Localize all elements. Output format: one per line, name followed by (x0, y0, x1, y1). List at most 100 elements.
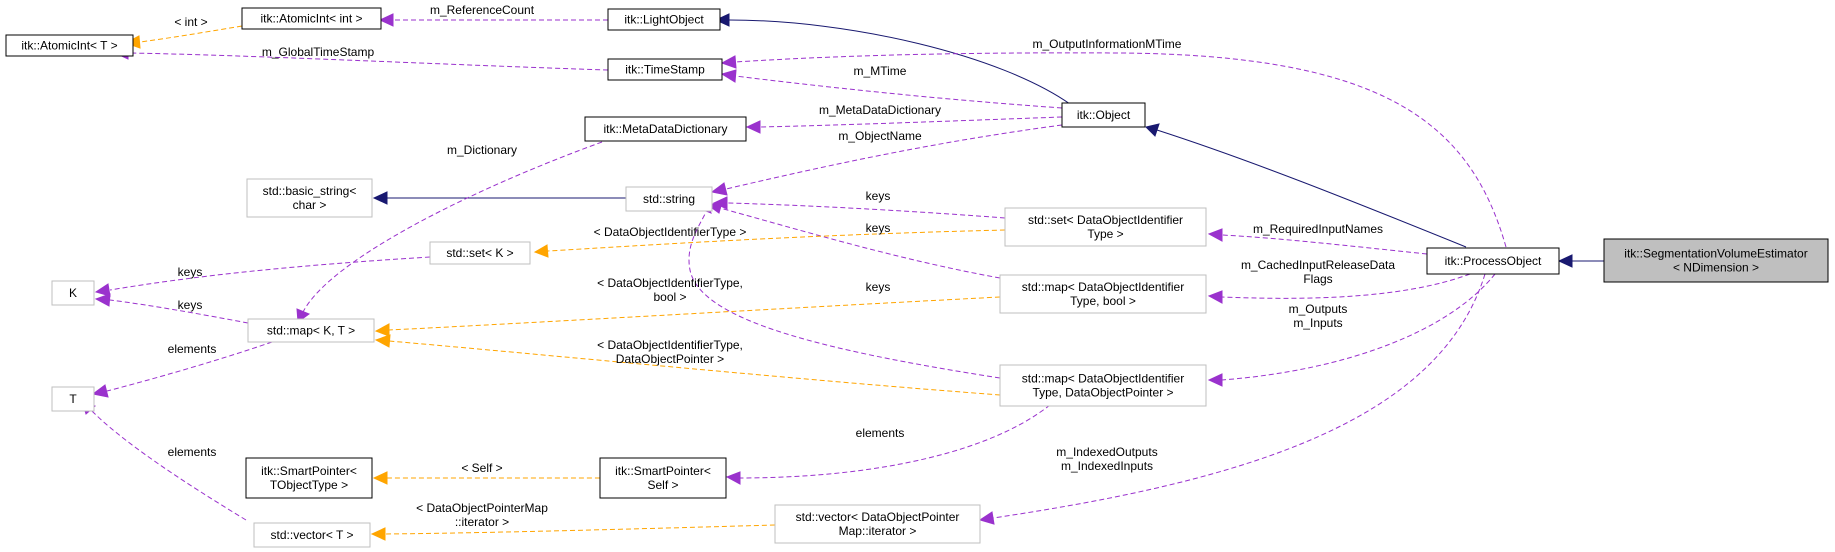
node-itk-lightobject-box (607, 8, 721, 31)
node-std-string-label: std::string (643, 192, 695, 206)
node-std-map-doi-bool[interactable]: std::map< DataObjectIdentifierType, bool… (999, 274, 1207, 314)
node-itk-atomicint-t-box (5, 34, 134, 57)
node-std-set-doi-type-label: Type > (1087, 227, 1123, 241)
edge-inherit-object-processobject (1145, 123, 1467, 248)
node-k[interactable]: K (51, 280, 95, 306)
node-t[interactable]: T (51, 386, 95, 412)
node-std-map-kt-box (247, 318, 375, 343)
node-itk-object-box (1061, 102, 1146, 128)
label-elements-map-t: elements (168, 342, 217, 356)
label-output-information-mtime-line: m_OutputInformationMTime (1033, 37, 1182, 51)
label-doi-pointer-map-template-line: < DataObjectPointerMap (416, 501, 548, 515)
edge-tpl-atomicint-int (124, 25, 243, 49)
label-doi-bool-template-line: bool > (653, 290, 686, 304)
node-itk-smartpointer-self-box (599, 457, 727, 499)
edge-use-processobject-timestamp (720, 52, 1507, 248)
node-std-map-doi-pointer-box (999, 364, 1207, 407)
node-itk-atomicint-t[interactable]: itk::AtomicInt< T > (5, 34, 134, 57)
node-itk-processobject[interactable]: itk::ProcessObject (1426, 247, 1560, 275)
node-itk-metadatadictionary-label: itk::MetaDataDictionary (603, 122, 727, 136)
label-elements-smartpointer-self-line: elements (856, 426, 905, 440)
node-std-string[interactable]: std::string (625, 186, 713, 212)
node-itk-atomicint-int-label: itk::AtomicInt< int > (260, 12, 362, 26)
node-itk-atomicint-int[interactable]: itk::AtomicInt< int > (241, 7, 382, 30)
node-std-vector-doi-pointer-map-label: Map::iterator > (839, 524, 917, 538)
label-meta-data-dictionary: m_MetaDataDictionary (819, 103, 941, 117)
edge-use-object-timestamp (720, 69, 1063, 109)
node-std-map-doi-pointer[interactable]: std::map< DataObjectIdentifierType, Data… (999, 364, 1207, 407)
label-doi-pointer-template-line: DataObjectPointer > (616, 352, 724, 366)
node-std-map-doi-bool-label: Type, bool > (1070, 294, 1136, 308)
label-doi-pointer-map-template: < DataObjectPointerMap::iterator > (416, 501, 548, 529)
node-std-vector-t-box (253, 522, 371, 548)
node-std-vector-t-label: std::vector< T > (271, 528, 354, 542)
node-std-vector-doi-pointer-map[interactable]: std::vector< DataObjectPointerMap::itera… (774, 504, 981, 544)
label-elements-vector-t: elements (168, 445, 217, 459)
node-std-set-doi-type-box (1004, 207, 1207, 247)
node-itk-smartpointer-tobjecttype-label: TObjectType > (270, 478, 348, 492)
node-std-set-doi-type-label: std::set< DataObjectIdentifier (1028, 213, 1183, 227)
node-std-basic-string-label: char > (293, 198, 327, 212)
node-itk-segmentationvolumeestimator-label: itk::SegmentationVolumeEstimator (1624, 247, 1807, 261)
label-doi-pointer-map-template-line: ::iterator > (455, 515, 509, 529)
node-itk-lightobject[interactable]: itk::LightObject (607, 8, 721, 31)
label-dictionary-line: m_Dictionary (447, 143, 517, 157)
label-required-input-names-line: m_RequiredInputNames (1253, 222, 1383, 236)
edge-tpl-setk-setdoi (533, 229, 1006, 258)
label-doi-pointer-template: < DataObjectIdentifierType,DataObjectPoi… (597, 338, 743, 366)
node-itk-smartpointer-self[interactable]: itk::SmartPointer<Self > (599, 457, 727, 499)
node-itk-smartpointer-tobjecttype[interactable]: itk::SmartPointer<TObjectType > (245, 457, 373, 499)
label-reference-count: m_ReferenceCount (430, 3, 535, 17)
node-itk-timestamp[interactable]: itk::TimeStamp (607, 58, 723, 81)
edge-use-processobject-mapdoibool (1207, 273, 1471, 304)
label-doi-bool-template: < DataObjectIdentifierType,bool > (597, 276, 743, 304)
label-keys-set-k: keys (178, 265, 203, 279)
edge-use-mappointer-spself (725, 404, 1051, 485)
node-std-set-k[interactable]: std::set< K > (429, 241, 531, 265)
label-outputs-inputs-line: m_Outputs (1289, 302, 1348, 316)
edge-use-vector-t (81, 400, 247, 521)
label-indexed-outputs-inputs-line: m_IndexedOutputs (1056, 445, 1157, 459)
label-keys-set-string: keys (866, 189, 891, 203)
edge-tpl-mapkt-mappointer (374, 334, 1001, 396)
label-indexed-outputs-inputs-line: m_IndexedInputs (1061, 459, 1153, 473)
label-object-name: m_ObjectName (838, 129, 922, 143)
node-itk-processobject-label: itk::ProcessObject (1445, 254, 1542, 268)
edge-inherit-processobject-estimator (1557, 254, 1604, 268)
node-std-basic-string[interactable]: std::basic_string<char > (246, 178, 373, 218)
node-itk-atomicint-int-box (241, 7, 382, 30)
node-std-string-box (625, 186, 713, 212)
label-keys-set-k-line: keys (178, 265, 203, 279)
label-elements-vector-t-line: elements (168, 445, 217, 459)
label-keys-map-bool-string: keys (866, 221, 891, 235)
edge-use-processobject-vector (978, 273, 1486, 525)
label-mtime-line: m_MTime (854, 64, 907, 78)
node-itk-segmentationvolumeestimator-label: < NDimension > (1673, 261, 1759, 275)
node-std-basic-string-box (246, 178, 373, 218)
label-keys-map-k: keys (178, 298, 203, 312)
node-std-map-doi-pointer-label: Type, DataObjectPointer > (1032, 386, 1173, 400)
label-object-name-line: m_ObjectName (838, 129, 922, 143)
edge-tpl-mapkt-mapdoibool (374, 296, 1001, 337)
node-std-vector-doi-pointer-map-label: std::vector< DataObjectPointer (796, 510, 960, 524)
node-std-map-kt[interactable]: std::map< K, T > (247, 318, 375, 343)
edge-use-mapkt-k (94, 293, 249, 324)
node-std-map-doi-pointer-label: std::map< DataObjectIdentifier (1022, 372, 1184, 386)
label-doi-bool-template-line: < DataObjectIdentifierType, (597, 276, 743, 290)
node-std-set-k-label: std::set< K > (446, 246, 513, 260)
node-std-set-doi-type[interactable]: std::set< DataObjectIdentifierType > (1004, 207, 1207, 247)
node-std-map-doi-bool-label: std::map< DataObjectIdentifier (1022, 280, 1184, 294)
label-keys-map-bool-string-line: keys (866, 221, 891, 235)
node-std-vector-t[interactable]: std::vector< T > (253, 522, 371, 548)
node-itk-segmentationvolumeestimator[interactable]: itk::SegmentationVolumeEstimator< NDimen… (1603, 238, 1829, 283)
node-itk-metadatadictionary[interactable]: itk::MetaDataDictionary (584, 116, 747, 142)
node-std-set-k-box (429, 241, 531, 265)
edge-inherit-basicstring-string (372, 191, 626, 205)
node-itk-lightobject-label: itk::LightObject (624, 13, 704, 27)
node-t-box (51, 386, 95, 412)
label-doi-type-template-line: < DataObjectIdentifierType > (594, 225, 747, 239)
node-itk-object[interactable]: itk::Object (1061, 102, 1146, 128)
